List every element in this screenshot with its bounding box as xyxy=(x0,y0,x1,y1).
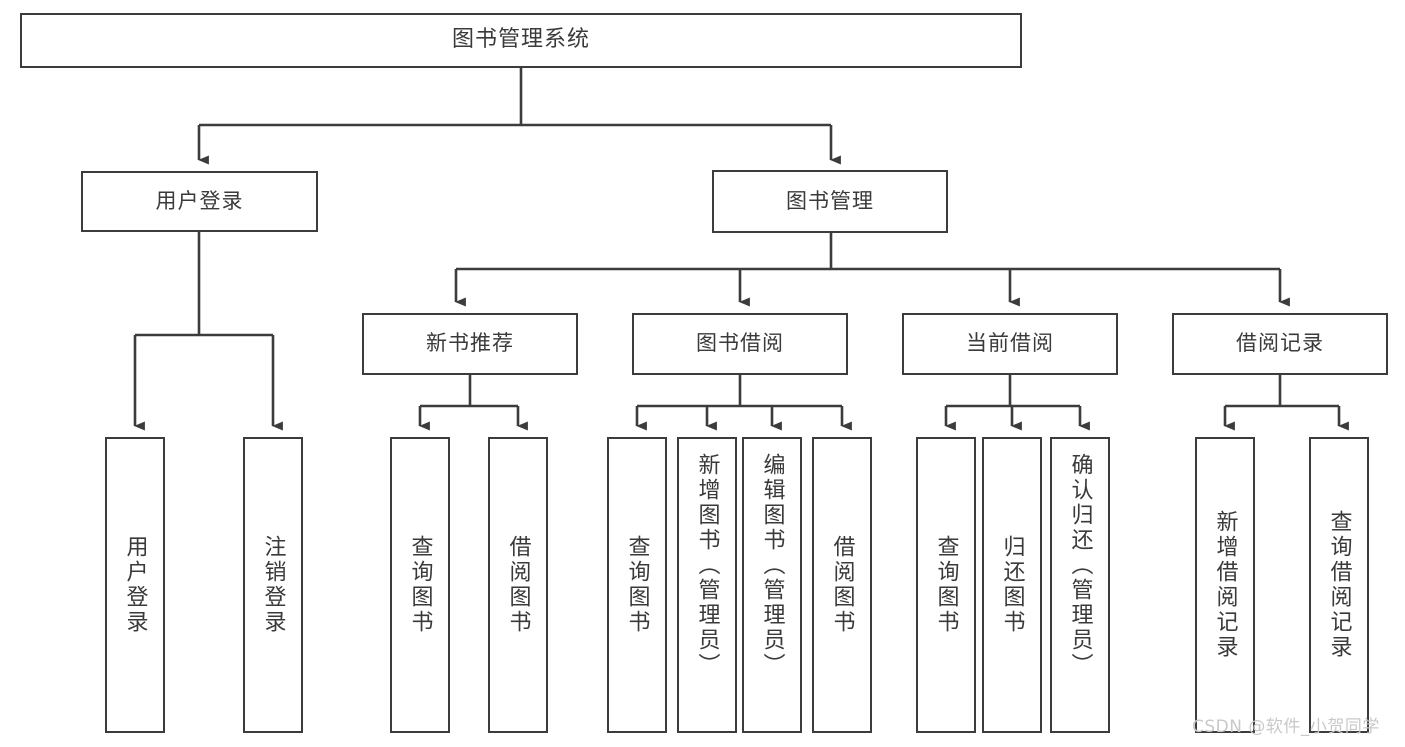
leaf-query-book-recommend[interactable]: 查询图书 xyxy=(390,437,450,733)
node-label: 图书管理 xyxy=(786,188,874,213)
node-book-management[interactable]: 图书管理 xyxy=(712,170,948,233)
node-label: 图书借阅 xyxy=(696,331,784,356)
leaf-logout[interactable]: 注销登录 xyxy=(243,437,303,733)
leaf-add-borrow-record[interactable]: 新增借阅记录 xyxy=(1195,437,1255,733)
leaf-query-book-current[interactable]: 查询图书 xyxy=(916,437,976,733)
leaf-borrow-book-recommend[interactable]: 借阅图书 xyxy=(488,437,548,733)
node-label: 借阅记录 xyxy=(1236,331,1324,356)
node-label: 新书推荐 xyxy=(426,331,514,356)
node-label: 归还图书 xyxy=(999,535,1025,635)
node-borrow-record[interactable]: 借阅记录 xyxy=(1172,313,1388,375)
leaf-confirm-return-admin[interactable]: 确认归还（管理员） xyxy=(1050,437,1110,733)
node-label: 图书管理系统 xyxy=(451,27,590,53)
node-label: 新增图书（管理员） xyxy=(694,453,720,678)
leaf-return-book[interactable]: 归还图书 xyxy=(982,437,1042,733)
leaf-query-borrow-record[interactable]: 查询借阅记录 xyxy=(1309,437,1369,733)
node-label: 用户登录 xyxy=(155,188,244,213)
node-label: 查询图书 xyxy=(407,535,433,635)
node-label: 用户登录 xyxy=(122,535,148,635)
node-new-book-recommend[interactable]: 新书推荐 xyxy=(362,313,578,375)
leaf-borrow-book[interactable]: 借阅图书 xyxy=(812,437,872,733)
node-user-login[interactable]: 用户登录 xyxy=(81,171,318,232)
node-label: 查询图书 xyxy=(624,535,650,635)
node-label: 注销登录 xyxy=(260,535,286,635)
node-label: 借阅图书 xyxy=(829,535,855,635)
node-current-borrow[interactable]: 当前借阅 xyxy=(902,313,1118,375)
leaf-user-login[interactable]: 用户登录 xyxy=(105,437,165,733)
node-label: 查询借阅记录 xyxy=(1326,510,1352,660)
node-label: 借阅图书 xyxy=(505,535,531,635)
node-label: 确认归还（管理员） xyxy=(1067,453,1093,678)
node-root-book-management-system[interactable]: 图书管理系统 xyxy=(20,13,1022,68)
node-book-borrow[interactable]: 图书借阅 xyxy=(632,313,848,375)
node-label: 查询图书 xyxy=(933,535,959,635)
node-label: 编辑图书（管理员） xyxy=(759,453,785,678)
node-label: 新增借阅记录 xyxy=(1212,510,1238,660)
csdn-watermark: CSDN @软件_小贺同学 xyxy=(1192,717,1380,737)
leaf-query-book-borrow[interactable]: 查询图书 xyxy=(607,437,667,733)
node-label: 当前借阅 xyxy=(966,331,1054,356)
leaf-edit-book-admin[interactable]: 编辑图书（管理员） xyxy=(742,437,802,733)
leaf-add-book-admin[interactable]: 新增图书（管理员） xyxy=(677,437,737,733)
